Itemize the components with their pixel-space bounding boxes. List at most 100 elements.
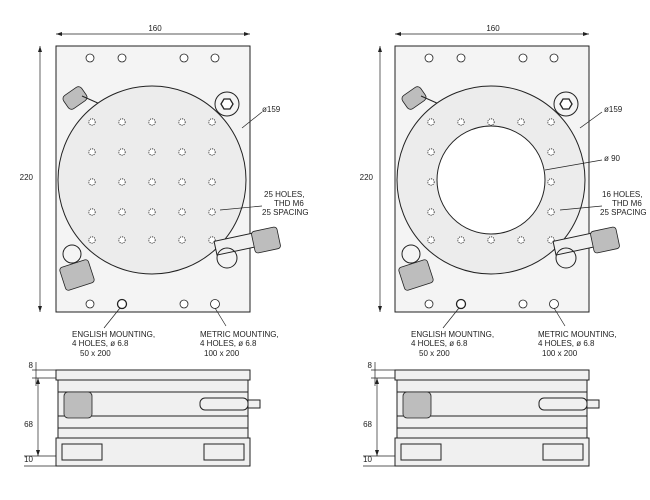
right-bolt-bottom [555, 247, 577, 269]
thread-hole [517, 118, 525, 126]
left-english-hole [116, 298, 128, 310]
left-english-1: ENGLISH MOUNTING, [72, 330, 155, 339]
thread-hole [457, 118, 465, 126]
left-metric-2: 4 HOLES, ø 6.8 [200, 339, 257, 348]
right-english-hole [455, 298, 467, 310]
thread-hole [547, 236, 555, 244]
right-side-knob [402, 391, 432, 419]
right-side-top-dim: 8 [368, 361, 373, 370]
right-english-2: 4 HOLES, ø 6.8 [411, 339, 468, 348]
thread-hole [178, 208, 186, 216]
right-english-1: ENGLISH MOUNTING, [411, 330, 494, 339]
left-lock-lever [62, 86, 101, 110]
thread-hole [547, 178, 555, 186]
right-disk-leader [579, 111, 603, 129]
right-side-view: 8 68 10 [363, 361, 600, 467]
left-height-arrow-b [38, 306, 42, 312]
left-metric-hole [210, 299, 220, 309]
thread-hole [118, 118, 126, 126]
thread-hole [457, 236, 465, 244]
left-side-knob [63, 391, 93, 419]
left-top-view: 160 220 [20, 24, 309, 358]
right-lock-knob-bottom [398, 244, 434, 291]
left-metric-1: METRIC MOUNTING, [200, 330, 279, 339]
right-mount-hole-t3 [518, 53, 528, 63]
left-side-height-dim: 68 [24, 420, 33, 429]
left-english-leader [103, 307, 121, 329]
thread-hole [427, 148, 435, 156]
thread-hole [88, 118, 96, 126]
left-mount-hole-t2 [117, 53, 127, 63]
thread-hole [178, 148, 186, 156]
right-mount-hole-tr [549, 53, 559, 63]
right-holes-label-3: 25 SPACING [600, 208, 647, 217]
left-height-dim: 220 [20, 173, 34, 182]
right-width-dim: 160 [486, 24, 500, 33]
thread-hole [547, 208, 555, 216]
thread-hole [547, 118, 555, 126]
left-hex-bolt [214, 91, 240, 117]
right-mount-hole-tl [424, 53, 434, 63]
thread-hole [88, 236, 96, 244]
thread-hole [118, 148, 126, 156]
left-bolt-bottom [216, 247, 238, 269]
right-thread-hole-ring [427, 118, 555, 244]
right-metric-leader [553, 307, 566, 327]
thread-hole [208, 208, 216, 216]
thread-hole [118, 208, 126, 216]
thread-hole [517, 236, 525, 244]
thread-hole [208, 178, 216, 186]
thread-hole [148, 236, 156, 244]
right-english-leader [442, 307, 460, 329]
right-holes-label-1: 16 HOLES, [602, 190, 642, 199]
thread-hole [178, 118, 186, 126]
thread-hole [427, 118, 435, 126]
right-top-view: 160 220 [360, 24, 647, 358]
right-mount-hole-b3 [518, 299, 528, 309]
right-mount-hole-bl [424, 299, 434, 309]
left-side-base-dim: 10 [24, 455, 33, 464]
right-micrometer-knob [552, 226, 620, 256]
thread-hole [88, 148, 96, 156]
left-disk-dia-label: ø159 [262, 105, 281, 114]
right-english-3: 50 x 200 [419, 349, 450, 358]
left-disk-leader [241, 111, 263, 129]
thread-hole [208, 236, 216, 244]
left-thread-hole-grid [88, 118, 216, 244]
right-holes-label-2: THD M6 [612, 199, 642, 208]
left-holes-label-2: THD M6 [274, 199, 304, 208]
left-plate-outline [55, 45, 251, 313]
right-height-arrow-t [378, 46, 382, 52]
left-holes-leader [219, 205, 263, 211]
thread-hole [487, 118, 495, 126]
left-height-arrow-t [38, 46, 42, 52]
left-english-2: 4 HOLES, ø 6.8 [72, 339, 129, 348]
left-mount-hole-bl [85, 299, 95, 309]
left-micrometer-knob [213, 226, 281, 256]
left-mount-hole-tl [85, 53, 95, 63]
right-height-arrow-b [378, 306, 382, 312]
thread-hole [427, 178, 435, 186]
right-hex-bolt [553, 91, 579, 117]
right-metric-1: METRIC MOUNTING, [538, 330, 617, 339]
thread-hole [178, 178, 186, 186]
left-lock-knob-bottom [59, 244, 95, 291]
right-holes-leader [559, 205, 603, 211]
thread-hole [427, 208, 435, 216]
right-metric-3: 100 x 200 [542, 349, 578, 358]
right-plate-outline [394, 45, 590, 313]
right-bore-leader [544, 159, 603, 171]
left-mount-hole-b3 [179, 299, 189, 309]
right-disk-dia-label: ø159 [604, 105, 623, 114]
thread-hole [88, 208, 96, 216]
left-holes-label-3: 25 SPACING [262, 208, 309, 217]
thread-hole [427, 236, 435, 244]
thread-hole [178, 236, 186, 244]
left-metric-leader [214, 307, 227, 327]
right-mount-hole-t2 [456, 53, 466, 63]
thread-hole [118, 178, 126, 186]
right-width-arrow-l [395, 32, 401, 36]
thread-hole [88, 178, 96, 186]
right-center-bore [436, 125, 546, 235]
